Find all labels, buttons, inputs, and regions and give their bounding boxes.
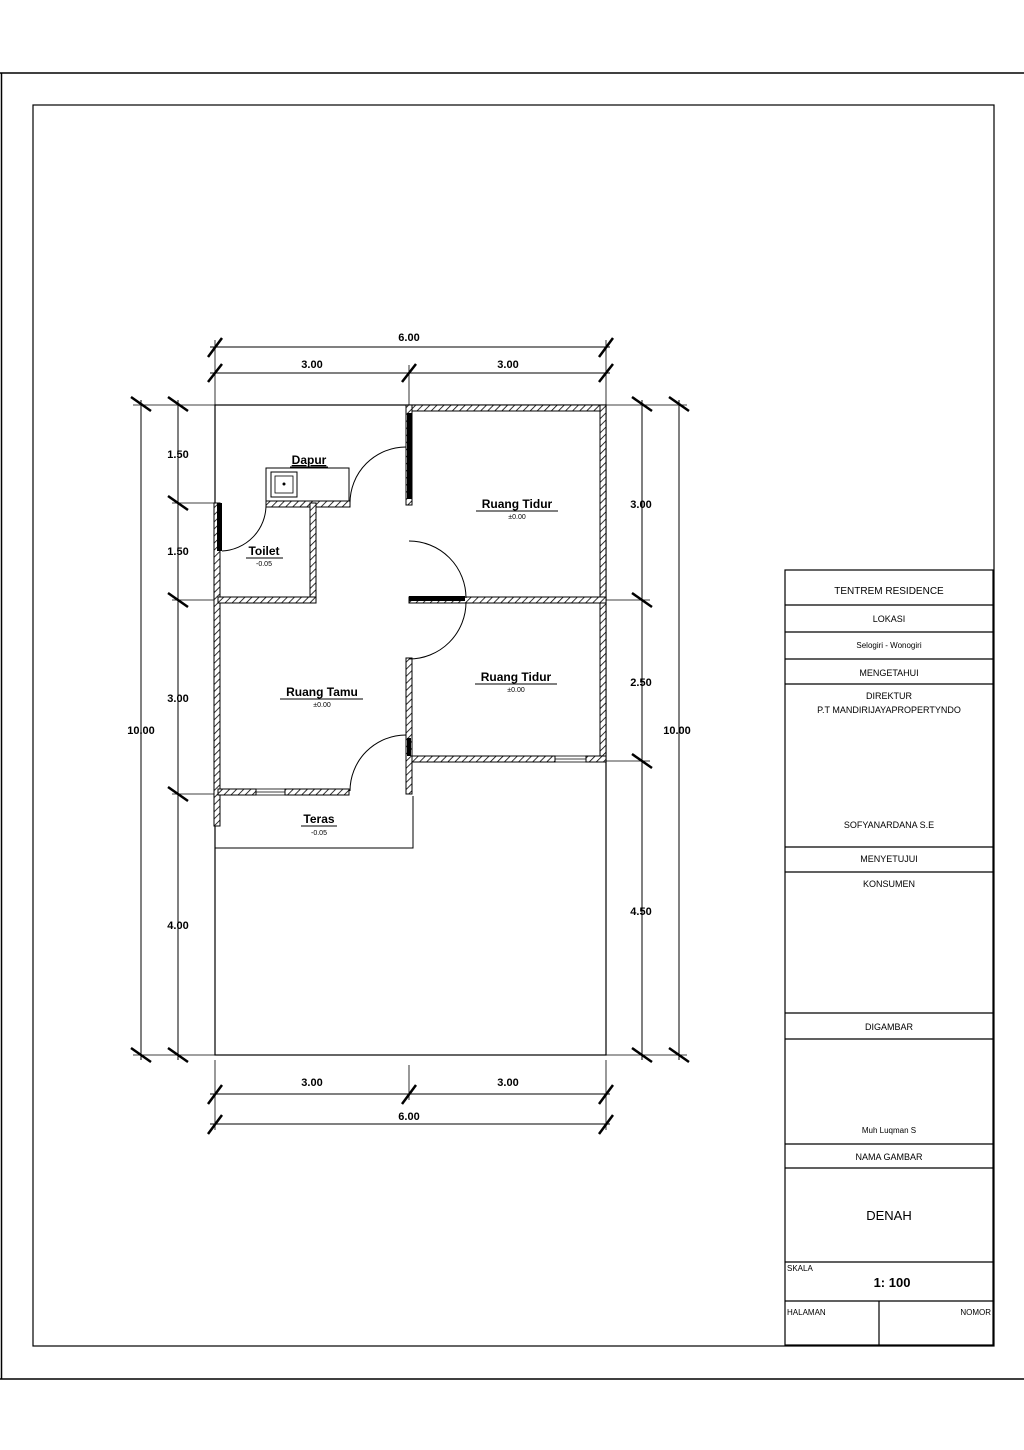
room-label-ruang-tidur-1: Ruang Tidur [482,497,553,511]
director-name: SOFYANARDANA S.E [844,820,934,830]
lokasi-label: LOKASI [873,614,906,624]
halaman-label: HALAMAN [787,1308,826,1317]
dim-right-3: 4.50 [630,906,651,918]
dim-right-2: 2.50 [630,677,651,689]
room-level-ruang-tidur-1: ±0.00 [508,514,526,521]
room-label-ruang-tidur-2: Ruang Tidur [481,670,552,684]
scale-value: 1: 100 [874,1275,911,1290]
dim-bottom-right: 3.00 [497,1077,518,1089]
dim-top-total: 6.00 [398,332,419,344]
dimension-lines [130,337,690,1135]
dim-left-1: 1.50 [167,449,188,461]
title-block [784,569,994,1346]
drafter-name: Muh Luqman S [862,1126,916,1135]
dim-left-3: 3.00 [167,693,188,705]
room-level-ruang-tidur-2: ±0.00 [507,687,525,694]
digambar-label: DIGAMBAR [865,1022,914,1032]
room-label-dapur: Dapur [292,453,327,467]
project-title: TENTREM RESIDENCE [834,586,944,597]
konsumen-label: KONSUMEN [863,879,915,889]
room-label-ruang-tamu: Ruang Tamu [286,685,358,699]
nama-gambar-label: NAMA GAMBAR [855,1152,923,1162]
dim-top-left: 3.00 [301,359,322,371]
room-level-toilet: -0.05 [256,561,272,568]
dim-bottom-total: 6.00 [398,1111,419,1123]
dim-right-total: 10.00 [663,725,691,737]
dim-right-1: 3.00 [630,499,651,511]
lokasi-value: Selogiri - Wonogiri [856,641,921,650]
room-label-toilet: Toilet [248,544,279,558]
room-label-teras: Teras [303,812,334,826]
dim-left-total: 10.00 [127,725,155,737]
menyetujui-label: MENYETUJUI [860,854,918,864]
sheet-border [0,72,1024,1380]
room-level-ruang-tamu: ±0.00 [313,702,331,709]
skala-label: SKALA [787,1264,813,1273]
floor-plan [213,404,607,1056]
dim-left-4: 4.00 [167,920,188,932]
room-level-teras: -0.05 [311,830,327,837]
drawing-name: DENAH [866,1208,912,1223]
mengetahui-label: MENGETAHUI [859,668,918,678]
dim-bottom-left: 3.00 [301,1077,322,1089]
direktur-title: DIREKTUR [866,691,913,701]
dim-top-right: 3.00 [497,359,518,371]
dim-left-2: 1.50 [167,546,188,558]
nomor-label: NOMOR [960,1308,991,1317]
company-name: P.T MANDIRIJAYAPROPERTYNDO [817,705,961,715]
